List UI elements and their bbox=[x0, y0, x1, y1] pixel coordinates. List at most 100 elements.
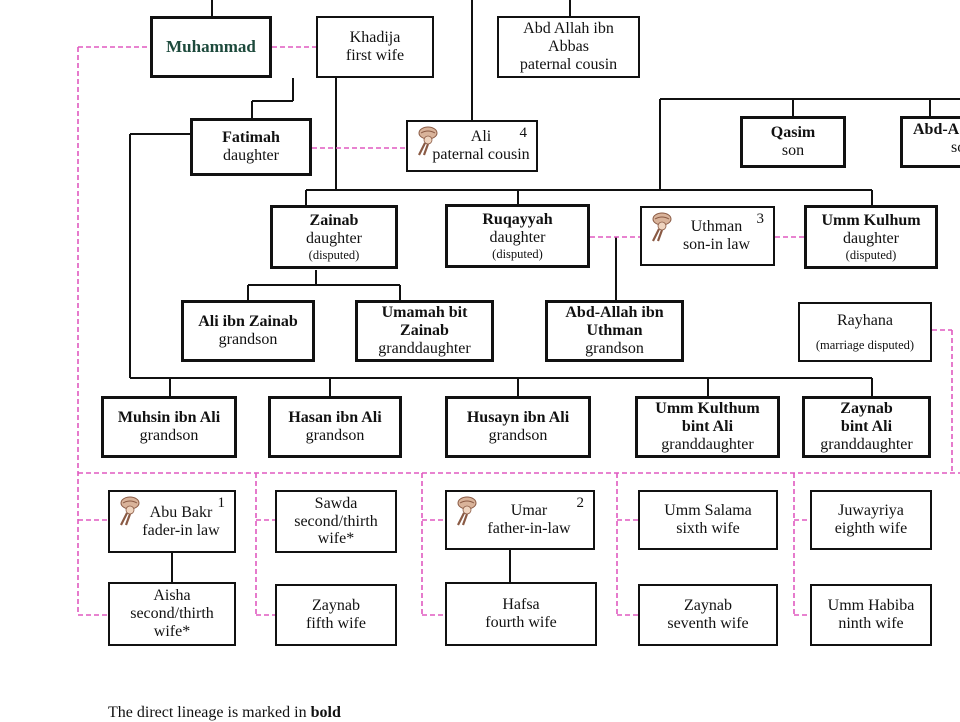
node-role: grandson bbox=[305, 427, 365, 444]
node-role: first wife bbox=[345, 47, 405, 64]
ranking-number: 1 bbox=[217, 495, 226, 511]
node-note: (disputed) bbox=[492, 246, 543, 261]
node-umar: 2 Umar father-in-law bbox=[445, 490, 595, 550]
node-name: Khadija bbox=[349, 29, 401, 47]
node-role: so bbox=[951, 138, 960, 156]
node-role: fader-in law bbox=[142, 521, 220, 539]
node-fatimah: Fatimah daughter bbox=[190, 118, 312, 176]
turban-icon bbox=[418, 126, 438, 156]
node-role: grandson bbox=[488, 427, 548, 444]
node-name-line1: Umamah bit bbox=[381, 304, 468, 322]
node-role: ninth wife bbox=[838, 615, 904, 632]
node-name: Umar bbox=[510, 502, 548, 520]
node-name: Muhammad bbox=[166, 37, 256, 57]
node-abd-allah-ibn-abbas: Abd Allah ibn Abbas paternal cousin bbox=[497, 16, 640, 78]
node-ali: 4 Ali paternal cousin bbox=[406, 120, 538, 172]
turban-icon bbox=[457, 496, 477, 526]
node-umm-kulthum-bint-ali: Umm Kulthum bint Ali granddaughter bbox=[635, 396, 780, 458]
node-role: son-in law bbox=[682, 236, 751, 253]
node-role: fourth wife bbox=[485, 614, 557, 631]
node-name: Ali ibn Zainab bbox=[198, 313, 298, 331]
node-name: Abd-A bbox=[913, 121, 960, 138]
turban-icon bbox=[120, 496, 140, 526]
node-role: fifth wife bbox=[306, 615, 366, 632]
node-hafsa: Hafsa fourth wife bbox=[445, 582, 597, 646]
node-muhsin: Muhsin ibn Ali grandson bbox=[101, 396, 237, 458]
node-name: Zainab bbox=[309, 212, 359, 230]
node-abd-a: Abd-A so bbox=[900, 116, 960, 168]
node-name-line2: Abbas bbox=[548, 38, 589, 56]
node-ruqayyah: Ruqayyah daughter (disputed) bbox=[445, 204, 590, 268]
node-zaynab-bint-ali: Zaynab bint Ali granddaughter bbox=[802, 396, 931, 458]
node-zainab: Zainab daughter (disputed) bbox=[270, 205, 398, 269]
node-umm-habiba: Umm Habiba ninth wife bbox=[810, 584, 932, 646]
node-name: Umm Habiba bbox=[827, 597, 915, 615]
node-sawda: Sawda second/thirth wife* bbox=[275, 490, 397, 553]
node-abd-allah-ibn-uthman: Abd-Allah ibn Uthman grandson bbox=[545, 300, 684, 362]
ranking-number: 4 bbox=[519, 125, 528, 141]
node-name-line1: Umm Kulthum bbox=[655, 400, 760, 418]
node-name: Fatimah bbox=[222, 129, 280, 147]
node-role-cont: wife* bbox=[153, 622, 191, 640]
node-role: seventh wife bbox=[667, 615, 749, 632]
node-role: daughter bbox=[223, 147, 279, 164]
node-hasan: Hasan ibn Ali grandson bbox=[268, 396, 402, 458]
node-role: grandson bbox=[218, 331, 278, 348]
node-name-line2: Uthman bbox=[586, 322, 643, 340]
node-ali-ibn-zainab: Ali ibn Zainab grandson bbox=[181, 300, 315, 362]
ranking-number: 3 bbox=[756, 211, 765, 227]
node-name: Ali bbox=[470, 128, 492, 146]
node-role: second/thirth bbox=[130, 605, 214, 623]
node-name: Sawda bbox=[314, 494, 358, 512]
node-name-line2: bint Ali bbox=[681, 418, 734, 436]
node-name-line1: Zaynab bbox=[840, 400, 893, 418]
node-rayhana: Rayhana (marriage disputed) bbox=[798, 302, 932, 362]
node-role: father-in-law bbox=[487, 520, 571, 537]
node-role: paternal cousin bbox=[432, 146, 530, 163]
node-role: son bbox=[781, 142, 805, 159]
footnote-bold: bold bbox=[310, 704, 341, 721]
node-role: paternal cousin bbox=[519, 55, 618, 73]
node-name-line2: Zainab bbox=[400, 322, 449, 340]
node-role: daughter bbox=[843, 230, 899, 247]
node-name: Hasan ibn Ali bbox=[288, 409, 382, 427]
node-zaynab-fifth-wife: Zaynab fifth wife bbox=[275, 584, 397, 646]
node-role-cont: wife* bbox=[317, 530, 355, 548]
node-name: Juwayriya bbox=[838, 502, 904, 520]
node-role: grandson bbox=[585, 339, 644, 357]
node-name: Zaynab bbox=[684, 597, 732, 615]
turban-icon bbox=[652, 212, 672, 242]
node-name: Muhsin ibn Ali bbox=[117, 409, 221, 427]
node-note: (marriage disputed) bbox=[815, 337, 915, 352]
node-zaynab-seventh-wife: Zaynab seventh wife bbox=[638, 584, 778, 646]
node-name: Abu Bakr bbox=[149, 503, 213, 521]
node-role: granddaughter bbox=[378, 339, 471, 357]
ranking-number: 2 bbox=[576, 495, 585, 511]
node-name: Uthman bbox=[690, 218, 743, 236]
node-umamah: Umamah bit Zainab granddaughter bbox=[355, 300, 494, 362]
node-role: granddaughter bbox=[820, 435, 913, 453]
node-khadija: Khadija first wife bbox=[316, 16, 434, 78]
node-name: Umm Kulhum bbox=[821, 212, 921, 230]
node-role: daughter bbox=[306, 230, 362, 247]
node-name: Zaynab bbox=[312, 597, 360, 615]
node-qasim: Qasim son bbox=[740, 116, 846, 168]
node-note: (disputed) bbox=[845, 247, 897, 262]
node-name: Ruqayyah bbox=[482, 211, 553, 229]
node-husayn: Husayn ibn Ali grandson bbox=[445, 396, 591, 458]
node-umm-salama: Umm Salama sixth wife bbox=[638, 490, 778, 550]
node-note: (disputed) bbox=[308, 247, 360, 262]
node-name-line2: bint Ali bbox=[840, 418, 893, 436]
node-uthman: 3 Uthman son-in law bbox=[640, 206, 775, 266]
node-name: Qasim bbox=[770, 124, 816, 142]
node-umm-kulhum: Umm Kulhum daughter (disputed) bbox=[804, 205, 938, 269]
node-role: second/thirth bbox=[294, 512, 378, 530]
node-name: Umm Salama bbox=[664, 502, 752, 520]
node-name-line1: Abd Allah ibn bbox=[523, 20, 614, 38]
node-role: granddaughter bbox=[661, 435, 754, 453]
node-role: eighth wife bbox=[834, 520, 908, 537]
node-role: daughter bbox=[489, 229, 546, 246]
node-name: Husayn ibn Ali bbox=[466, 409, 570, 427]
node-juwayriya: Juwayriya eighth wife bbox=[810, 490, 932, 550]
